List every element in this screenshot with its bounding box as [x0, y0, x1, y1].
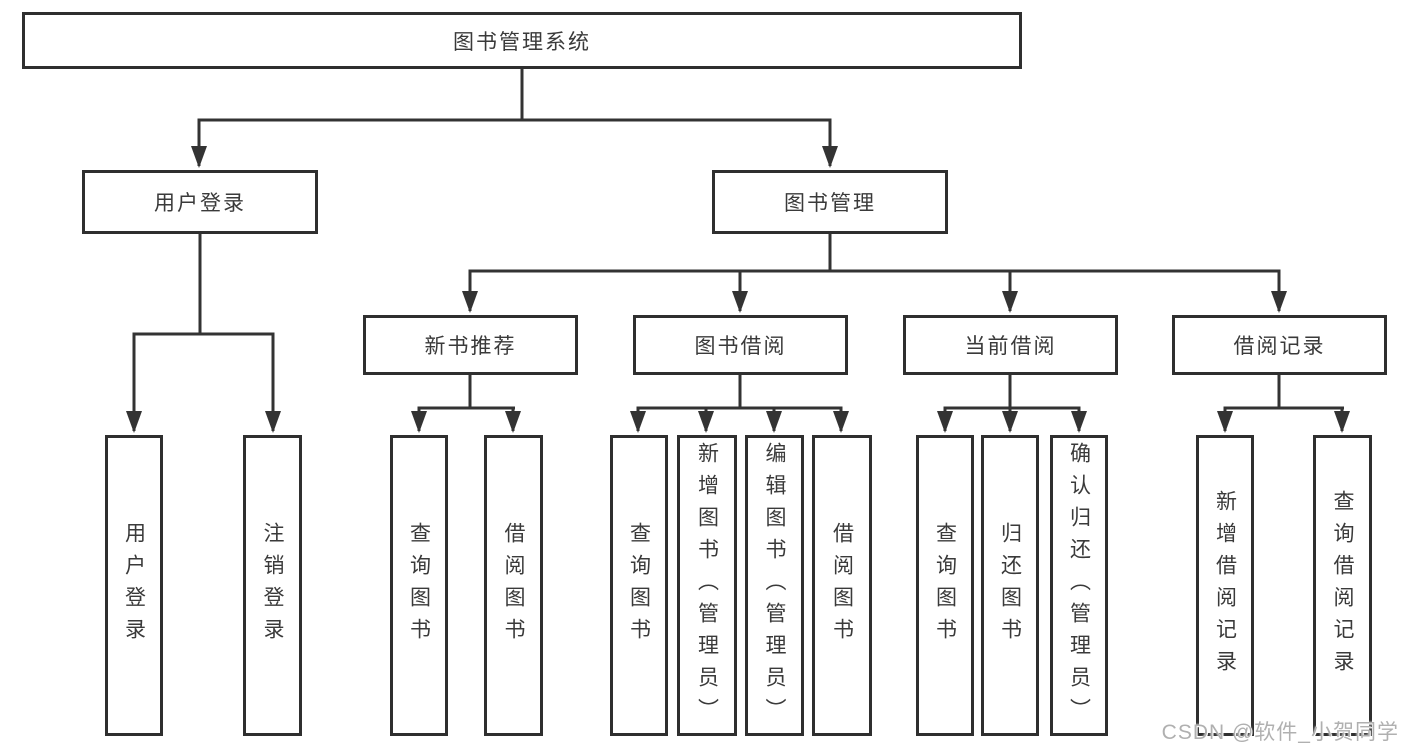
- leaf-logout-label: 注销登录: [261, 521, 284, 650]
- leaf-add-books-admin: 新增图书（管理员）: [677, 435, 737, 736]
- connector-current-borrow-split: [937, 373, 1087, 433]
- connector-book-mgmt-split: [462, 232, 1287, 313]
- leaf-query-borrow-record-label: 查询借阅记录: [1331, 489, 1354, 682]
- node-book-management: 图书管理: [712, 170, 948, 234]
- leaf-logout: 注销登录: [243, 435, 302, 736]
- leaf-query-books-current-label: 查询图书: [933, 521, 957, 650]
- leaf-borrow-books-borrow: 借阅图书: [812, 435, 872, 736]
- leaf-user-login-label: 用户登录: [122, 521, 146, 650]
- connector-borrow-records-split: [1217, 373, 1350, 433]
- connector-new-book-split: [411, 373, 521, 433]
- connector-root-split: [191, 69, 838, 168]
- node-new-book-recommend-label: 新书推荐: [424, 335, 517, 358]
- node-borrow-records-label: 借阅记录: [1233, 335, 1326, 358]
- leaf-borrow-books-recommend-label: 借阅图书: [502, 521, 525, 650]
- leaf-return-books-label: 归还图书: [998, 521, 1022, 650]
- connector-user-login-split: [126, 232, 281, 433]
- leaf-query-books-recommend: 查询图书: [390, 435, 448, 736]
- leaf-query-books-borrow-label: 查询图书: [627, 521, 651, 650]
- leaf-edit-books-admin: 编辑图书（管理员）: [745, 435, 804, 736]
- node-borrow-records: 借阅记录: [1172, 315, 1387, 375]
- leaf-query-books-recommend-label: 查询图书: [407, 521, 431, 650]
- leaf-confirm-return-admin-label: 确认归还（管理员）: [1067, 441, 1091, 730]
- leaf-query-books-current: 查询图书: [916, 435, 974, 736]
- node-current-borrow: 当前借阅: [903, 315, 1118, 375]
- leaf-add-borrow-record: 新增借阅记录: [1196, 435, 1254, 736]
- leaf-query-books-borrow: 查询图书: [610, 435, 668, 736]
- node-current-borrow-label: 当前借阅: [964, 335, 1057, 358]
- node-new-book-recommend: 新书推荐: [363, 315, 578, 375]
- node-user-login: 用户登录: [82, 170, 318, 234]
- leaf-add-books-admin-label: 新增图书（管理员）: [695, 441, 719, 730]
- node-root-label: 图书管理系统: [453, 30, 591, 54]
- node-book-management-label: 图书管理: [784, 192, 876, 215]
- leaf-borrow-books-borrow-label: 借阅图书: [830, 521, 854, 650]
- connector-book-borrow-split: [630, 373, 849, 433]
- leaf-borrow-books-recommend: 借阅图书: [484, 435, 543, 736]
- node-book-borrow-label: 图书借阅: [694, 335, 787, 358]
- node-book-borrow: 图书借阅: [633, 315, 848, 375]
- node-user-login-label: 用户登录: [154, 192, 246, 215]
- leaf-user-login: 用户登录: [105, 435, 163, 736]
- node-root-system: 图书管理系统: [22, 12, 1022, 69]
- leaf-add-borrow-record-label: 新增借阅记录: [1213, 489, 1237, 682]
- leaf-confirm-return-admin: 确认归还（管理员）: [1050, 435, 1108, 736]
- leaf-edit-books-admin-label: 编辑图书（管理员）: [763, 441, 786, 730]
- leaf-return-books: 归还图书: [981, 435, 1039, 736]
- leaf-query-borrow-record: 查询借阅记录: [1313, 435, 1372, 736]
